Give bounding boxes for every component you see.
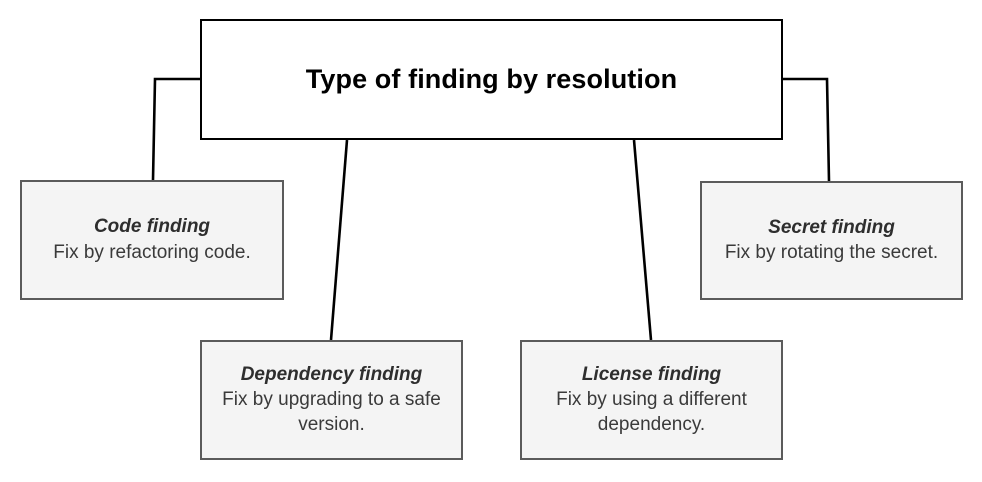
node-license-finding-title: License finding bbox=[581, 363, 722, 385]
node-dependency-finding-title: Dependency finding bbox=[240, 363, 423, 385]
root-node-type-of-finding[interactable]: Type of finding by resolution bbox=[200, 19, 783, 140]
node-secret-finding-title: Secret finding bbox=[768, 216, 895, 238]
node-secret-finding[interactable]: Secret finding Fix by rotating the secre… bbox=[700, 181, 963, 300]
node-license-finding[interactable]: License finding Fix by using a different… bbox=[520, 340, 783, 460]
node-code-finding-description: Fix by refactoring code. bbox=[53, 241, 251, 263]
node-license-finding-description: Fix by using a different dependency. bbox=[556, 389, 747, 436]
connector-root-to-dependency bbox=[329, 139, 349, 341]
connector-root-to-code bbox=[151, 77, 200, 181]
root-node-title: Type of finding by resolution bbox=[305, 63, 678, 94]
node-dependency-finding[interactable]: Dependency finding Fix by upgrading to a… bbox=[200, 340, 463, 460]
node-dependency-finding-description: Fix by upgrading to a safe version. bbox=[222, 389, 441, 436]
node-code-finding-title: Code finding bbox=[93, 216, 211, 238]
connector-root-to-license bbox=[632, 139, 653, 341]
connector-root-to-secret bbox=[783, 77, 831, 182]
node-code-finding[interactable]: Code finding Fix by refactoring code. bbox=[20, 180, 284, 300]
node-secret-finding-description: Fix by rotating the secret. bbox=[724, 242, 939, 264]
